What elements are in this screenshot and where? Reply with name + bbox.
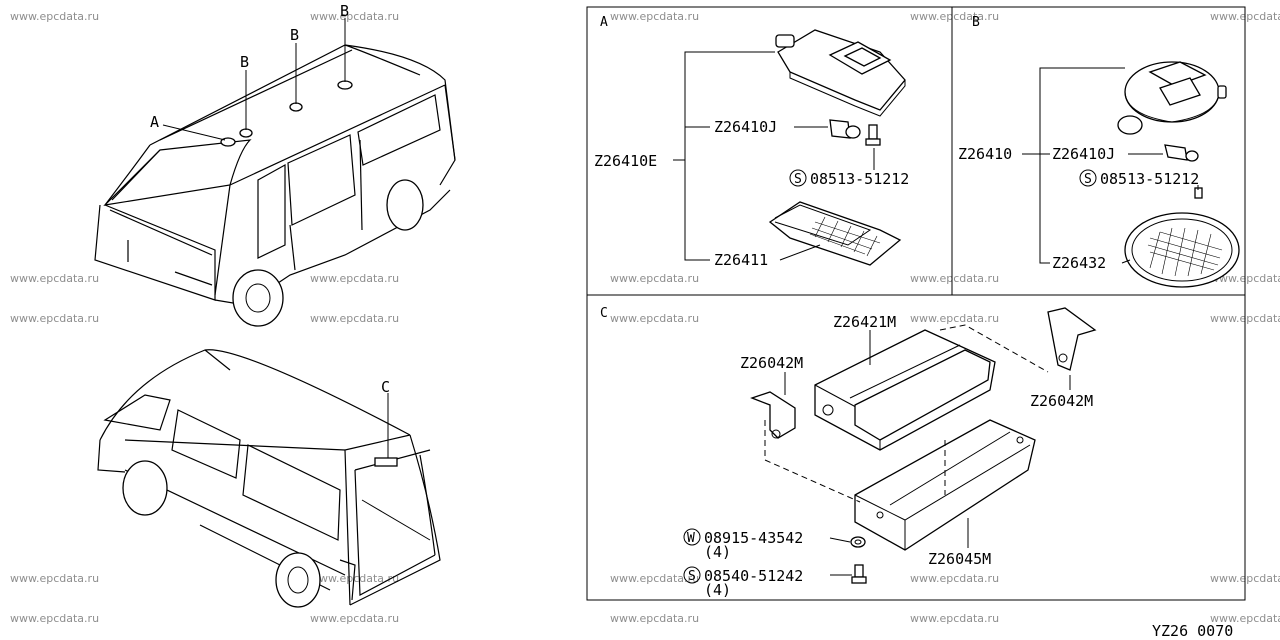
part-z26045m: Z26045M	[928, 550, 991, 568]
watermark-text: www.epcdata.ru	[10, 312, 99, 325]
van-rear-illustration	[97, 349, 441, 608]
watermark-text: www.epcdata.ru	[610, 272, 699, 285]
watermark-text: www.epcdata.ru	[910, 572, 999, 585]
screw-symbol-b	[1079, 169, 1097, 187]
screw-symbol-b-letter: S	[1084, 172, 1092, 187]
panel-c-letter: C	[600, 306, 608, 321]
part-08513-51212-b: 08513-51212	[1100, 170, 1199, 188]
watermark-text: www.epcdata.ru	[310, 10, 399, 23]
watermark-text: www.epcdata.ru	[910, 10, 999, 23]
callout-b-3: B	[340, 2, 349, 20]
part-z26410e: Z26410E	[594, 152, 657, 170]
watermark-text: www.epcdata.ru	[610, 312, 699, 325]
van-front-illustration	[94, 18, 456, 327]
watermark-text: www.epcdata.ru	[1210, 612, 1280, 625]
watermark-text: www.epcdata.ru	[10, 272, 99, 285]
watermark-text: www.epcdata.ru	[610, 572, 699, 585]
callout-c: C	[381, 378, 390, 396]
callout-b-1: B	[240, 53, 249, 71]
watermark-text: www.epcdata.ru	[310, 572, 399, 585]
watermark-text: www.epcdata.ru	[910, 312, 999, 325]
washer-symbol	[683, 528, 701, 546]
part-z26042m-left: Z26042M	[740, 354, 803, 372]
screw-symbol-a	[789, 169, 807, 187]
part-z26410j-a: Z26410J	[714, 118, 777, 136]
part-z26410: Z26410	[958, 145, 1012, 163]
watermark-text: www.epcdata.ru	[910, 612, 999, 625]
panel-c-drawing	[750, 307, 1097, 584]
watermark-text: www.epcdata.ru	[310, 272, 399, 285]
panel-b-letter: B	[972, 15, 980, 30]
diagram-code: YZ26 0070	[1152, 622, 1233, 640]
part-08513-51212-a: 08513-51212	[810, 170, 909, 188]
panel-b-drawing	[1022, 61, 1240, 288]
callout-a: A	[150, 113, 159, 131]
watermark-text: www.epcdata.ru	[10, 572, 99, 585]
watermark-text: www.epcdata.ru	[610, 612, 699, 625]
callout-b-2: B	[290, 26, 299, 44]
panel-a-letter: A	[600, 15, 608, 30]
screw-symbol-a-letter: S	[794, 172, 802, 187]
washer-symbol-letter: W	[687, 531, 695, 546]
screw-symbol-c	[683, 566, 701, 584]
watermark-text: www.epcdata.ru	[910, 272, 999, 285]
washer-quantity: (4)	[704, 543, 731, 561]
part-z26432: Z26432	[1052, 254, 1106, 272]
part-z26410j-b: Z26410J	[1052, 145, 1115, 163]
part-z26042m-right: Z26042M	[1030, 392, 1093, 410]
watermark-text: www.epcdata.ru	[310, 312, 399, 325]
watermark-text: www.epcdata.ru	[10, 10, 99, 23]
watermark-text: www.epcdata.ru	[310, 612, 399, 625]
panel-a-drawing	[673, 29, 906, 266]
screw-symbol-c-letter: S	[688, 569, 696, 584]
part-08915-43542: 08915-43542	[704, 529, 803, 547]
watermark-text: www.epcdata.ru	[610, 10, 699, 23]
part-08540-51242: 08540-51242	[704, 567, 803, 585]
part-z26411: Z26411	[714, 251, 768, 269]
watermark-text: www.epcdata.ru	[10, 612, 99, 625]
watermark-layer: www.epcdata.ru www.epcdata.ru www.epcdata.…	[10, 10, 1280, 625]
screw-quantity: (4)	[704, 581, 731, 599]
part-z26421m: Z26421M	[833, 313, 896, 331]
parts-panel-frame	[586, 6, 1246, 601]
